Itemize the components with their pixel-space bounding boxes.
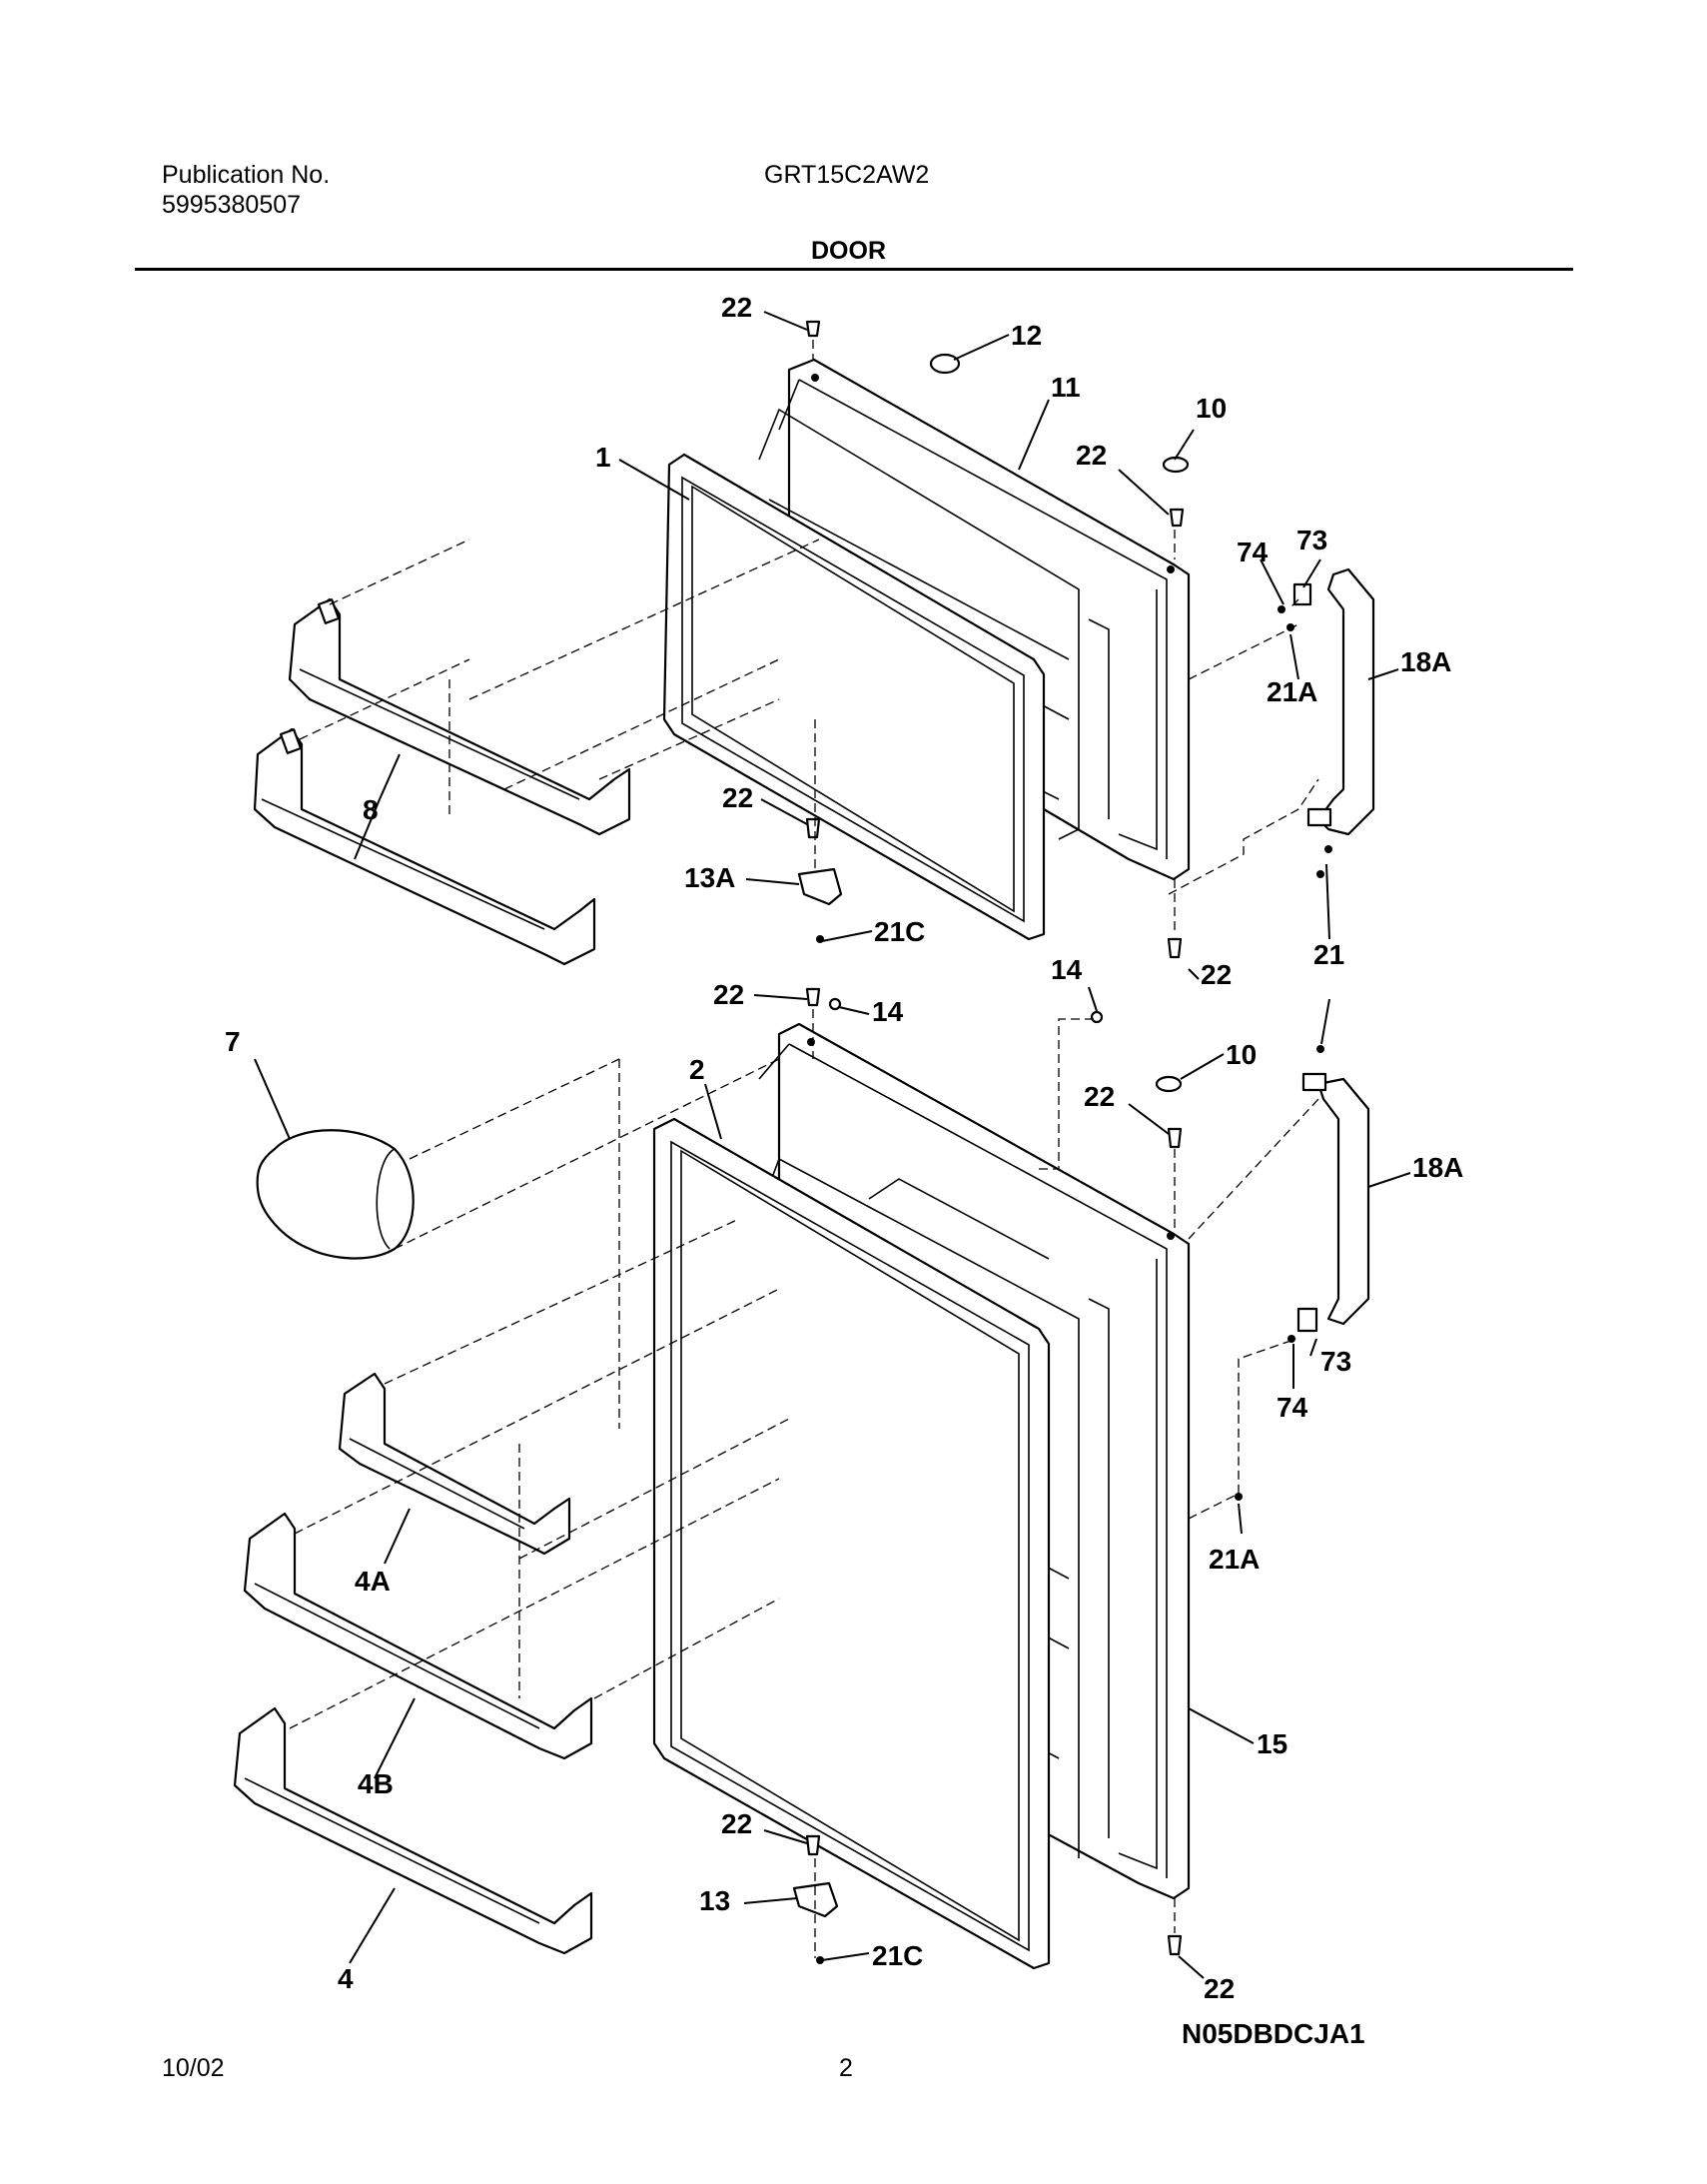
callout-10: 10 (1196, 393, 1227, 424)
footer-date: 10/02 (162, 2054, 225, 2082)
fresh-food-handle (1296, 1072, 1370, 1333)
fresh-food-shelf-4 (233, 1706, 593, 1955)
callout-22: 22 (721, 1808, 752, 1839)
freezer-door-shelf-upper (288, 597, 631, 836)
callout-14: 14 (1051, 954, 1083, 985)
callout-11: 11 (1051, 372, 1081, 403)
callout-14: 14 (872, 996, 904, 1027)
header-rule (135, 268, 1573, 271)
assembly-dashed-lines (289, 340, 1319, 1958)
callout-21a: 21A (1267, 676, 1317, 707)
callout-4a: 4A (355, 1566, 391, 1597)
freezer-door-gasket (662, 453, 1046, 941)
callout-13: 13 (699, 1885, 730, 1916)
callout-2: 2 (689, 1054, 705, 1085)
callout-22: 22 (722, 782, 753, 813)
callout-74: 74 (1277, 1392, 1308, 1423)
callout-22: 22 (1076, 440, 1107, 471)
freezer-handle (1306, 567, 1375, 836)
freezer-door-shelf-lower (253, 727, 596, 966)
fresh-food-door-gasket (652, 1117, 1051, 1970)
callout-13a: 13A (684, 862, 735, 893)
fresh-food-shelf-4a (338, 1372, 571, 1556)
callout-4: 4 (338, 1963, 354, 1994)
callout-21a: 21A (1209, 1544, 1260, 1575)
fresh-food-shelf-4b (243, 1512, 593, 1760)
callout-74: 74 (1237, 537, 1269, 567)
section-title: DOOR (811, 237, 886, 265)
callout-15: 15 (1257, 1728, 1287, 1759)
callout-22: 22 (713, 979, 744, 1010)
publication-label: Publication No. (162, 161, 331, 189)
callout-7: 7 (225, 1026, 241, 1057)
callout-73: 73 (1296, 525, 1327, 555)
leader-lines (254, 311, 1411, 1979)
footer-page-number: 2 (839, 2054, 853, 2082)
model-number: GRT15C2AW2 (764, 161, 930, 189)
callout-4b: 4B (358, 1768, 394, 1799)
callout-10: 10 (1226, 1039, 1257, 1070)
callout-12: 12 (1011, 320, 1042, 351)
callout-labels: 22 12 11 10 1 22 74 73 21A 18A 8 22 13A … (225, 292, 1463, 2004)
freezer-door-panel (758, 358, 1191, 881)
callout-8: 8 (363, 794, 379, 825)
callout-18a: 18A (1400, 646, 1451, 677)
callout-22: 22 (721, 292, 752, 323)
callout-73: 73 (1320, 1346, 1351, 1377)
callout-22: 22 (1204, 1973, 1235, 2004)
diagram-code: N05DBDCJA1 (1182, 2018, 1365, 2049)
callout-21c: 21C (874, 916, 925, 947)
publication-number: 5995380507 (162, 191, 302, 219)
door-bin (256, 1129, 415, 1260)
callout-18a: 18A (1412, 1152, 1463, 1183)
callout-1: 1 (595, 442, 611, 473)
callout-21c: 21C (872, 1940, 923, 1971)
callout-22: 22 (1201, 959, 1232, 990)
callout-22: 22 (1084, 1081, 1115, 1112)
hardware (792, 320, 1332, 1964)
callout-21: 21 (1313, 939, 1344, 970)
